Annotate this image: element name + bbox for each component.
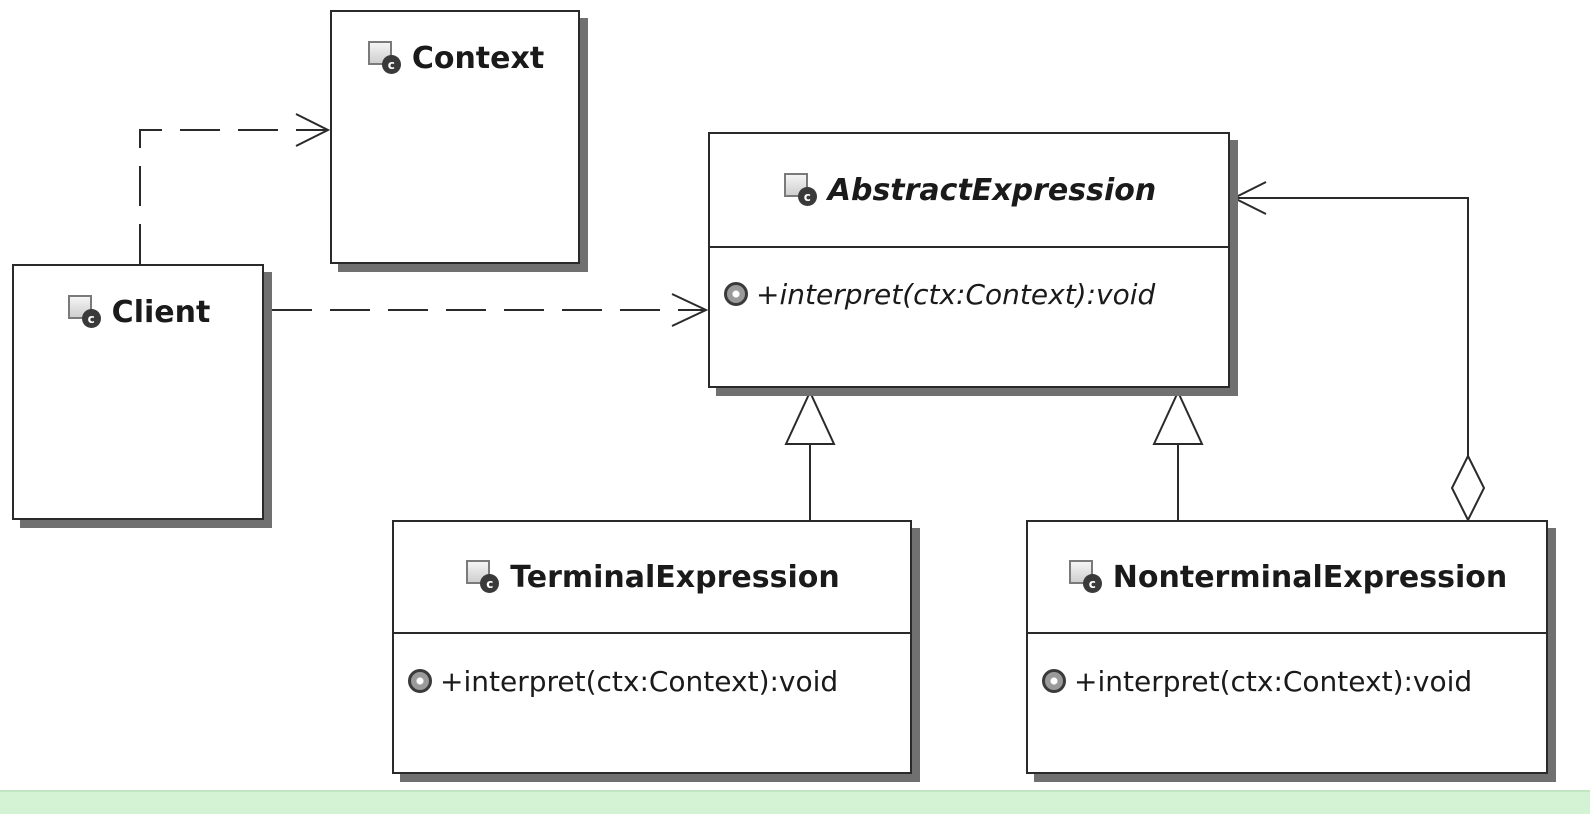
class-name-nonterminal-expression: NonterminalExpression: [1112, 559, 1508, 595]
client-context-arrowhead: [295, 113, 331, 147]
context-class-header: c Context: [332, 12, 578, 104]
class-name-client: Client: [111, 294, 211, 330]
terminal-expression-operation[interactable]: +interpret(ctx:Context):void: [394, 634, 910, 728]
class-name-context: Context: [411, 40, 545, 76]
public-method-icon: [724, 282, 748, 306]
class-icon: c: [366, 39, 404, 77]
terminal-generalization-triangle: [784, 389, 836, 445]
nonterminal-expression-operation[interactable]: +interpret(ctx:Context):void: [1028, 634, 1546, 728]
client-context-dependency[interactable]: [139, 129, 326, 264]
nonterminal-generalization-triangle: [1152, 389, 1204, 445]
class-icon: c: [1067, 558, 1105, 596]
context-class[interactable]: c Context: [330, 10, 580, 264]
client-class[interactable]: c Client: [12, 264, 264, 520]
nonterminal-aggregation[interactable]: [1234, 197, 1469, 458]
operation-signature: +interpret(ctx:Context):void: [756, 277, 1156, 311]
class-icon: c: [66, 293, 104, 331]
class-name-abstract-expression: AbstractExpression: [827, 172, 1157, 208]
nonterminal-expression-header: c NonterminalExpression: [1028, 522, 1546, 634]
abstract-expression-class[interactable]: c AbstractExpression +interpret(ctx:Cont…: [708, 132, 1230, 388]
client-abstract-arrowhead: [671, 293, 709, 327]
terminal-expression-class[interactable]: c TerminalExpression +interpret(ctx:Cont…: [392, 520, 912, 774]
aggregation-diamond: [1450, 453, 1486, 523]
abstract-expression-operation[interactable]: +interpret(ctx:Context):void: [710, 248, 1228, 340]
public-method-icon: [408, 669, 432, 693]
abstract-expression-header: c AbstractExpression: [710, 134, 1228, 248]
operation-signature: +interpret(ctx:Context):void: [1074, 664, 1473, 698]
terminal-expression-header: c TerminalExpression: [394, 522, 910, 634]
footer-band: [0, 790, 1590, 814]
operation-signature: +interpret(ctx:Context):void: [440, 664, 839, 698]
class-icon: c: [464, 558, 502, 596]
client-class-header: c Client: [14, 266, 262, 358]
public-method-icon: [1042, 669, 1066, 693]
nonterminal-expression-class[interactable]: c NonterminalExpression +interpret(ctx:C…: [1026, 520, 1548, 774]
class-icon: c: [782, 171, 820, 209]
class-name-terminal-expression: TerminalExpression: [510, 559, 840, 595]
aggregation-arrowhead: [1231, 181, 1267, 215]
